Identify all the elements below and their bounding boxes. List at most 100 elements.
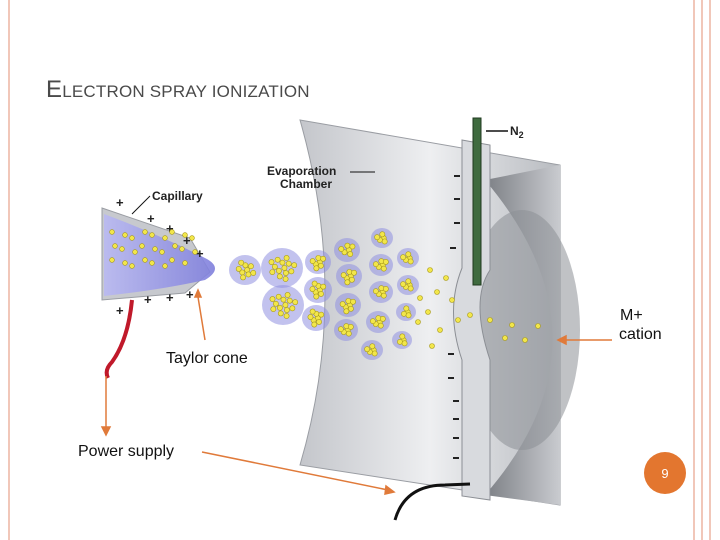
droplet [235, 266, 242, 272]
power-supply-annotation: Power supply [78, 443, 175, 460]
droplet [339, 301, 346, 307]
droplet [162, 235, 168, 241]
droplet [379, 231, 386, 238]
ion-dot [417, 295, 423, 301]
droplet [400, 254, 406, 261]
droplet [347, 323, 354, 330]
ion-dot [434, 289, 440, 295]
droplet [399, 333, 406, 340]
droplet [282, 302, 289, 308]
droplet [152, 246, 158, 252]
droplet [276, 267, 282, 274]
droplet [349, 243, 356, 250]
droplet [169, 257, 175, 263]
droplet [345, 298, 352, 304]
droplet [109, 257, 115, 263]
droplet [371, 350, 378, 357]
svg-text:+: + [116, 195, 124, 210]
page-number: 9 [661, 465, 669, 481]
droplet [344, 242, 351, 249]
ion-dot [427, 267, 433, 273]
droplet [189, 235, 195, 241]
droplet [351, 269, 357, 276]
droplet [403, 305, 410, 312]
droplet [132, 249, 138, 255]
droplet [159, 249, 165, 255]
droplet [315, 255, 322, 261]
droplet [337, 326, 344, 333]
droplet [372, 288, 379, 295]
droplet [275, 293, 282, 300]
droplet [139, 243, 145, 249]
ion-dot [509, 322, 515, 328]
svg-text:+: + [166, 221, 174, 236]
droplet [307, 314, 314, 320]
droplet [347, 251, 354, 257]
svg-text:+: + [183, 233, 191, 248]
droplet [272, 300, 279, 307]
cation-annotation-line2: cation [619, 326, 662, 343]
negative-charges [448, 175, 460, 459]
droplet [282, 276, 289, 282]
title-initial: E [46, 76, 63, 103]
ion-dot [487, 317, 493, 323]
droplet [274, 256, 281, 263]
droplet [280, 296, 287, 303]
droplet [270, 306, 277, 312]
droplet [318, 262, 324, 269]
ion-dots [415, 267, 541, 349]
ion-dot [437, 327, 443, 333]
droplet [407, 258, 414, 265]
droplet [407, 285, 414, 292]
droplet [238, 259, 245, 266]
droplet [192, 249, 198, 255]
droplet [405, 312, 412, 319]
droplet [250, 270, 257, 276]
droplet [311, 321, 318, 328]
droplet [283, 255, 290, 261]
droplet [268, 259, 275, 265]
decorative-rule-right-3 [709, 0, 711, 540]
droplet [286, 297, 293, 304]
droplet [340, 272, 347, 278]
ion-dot [467, 312, 473, 318]
droplet [277, 310, 284, 317]
power-supply-arrowhead-2 [384, 484, 396, 495]
droplet [379, 315, 386, 322]
title-rest: LECTRON SPRAY IONIZATION [62, 82, 310, 101]
droplet [401, 340, 408, 347]
droplet [162, 263, 168, 269]
capillary-pointer [131, 195, 151, 215]
droplet [350, 298, 356, 305]
capillary-label: Capillary [152, 189, 203, 203]
droplet [149, 260, 155, 266]
droplet [122, 260, 128, 266]
droplet [269, 269, 276, 275]
droplet [318, 311, 325, 318]
droplet [311, 280, 318, 287]
svg-text:+: + [116, 303, 124, 318]
decorative-rule-right-2 [701, 0, 703, 540]
droplet [172, 243, 178, 249]
ion-dot [535, 323, 541, 329]
droplet [169, 229, 175, 235]
svg-text:+: + [196, 246, 204, 261]
droplet [284, 292, 291, 298]
evaporation-label-2: Chamber [280, 177, 332, 191]
droplet [318, 291, 324, 297]
droplet [405, 251, 412, 258]
droplet [380, 265, 387, 272]
chamber-cable-black [393, 482, 471, 521]
droplet [142, 257, 148, 263]
droplet [349, 276, 355, 283]
droplet [364, 346, 370, 353]
evaporation-label-1: Evaporation [267, 164, 336, 178]
droplet [309, 258, 316, 264]
droplet [374, 234, 380, 241]
droplet [276, 273, 283, 280]
droplet [179, 246, 185, 252]
droplet [289, 305, 296, 312]
droplet [271, 263, 278, 270]
decorative-rule-right-1 [693, 0, 695, 540]
